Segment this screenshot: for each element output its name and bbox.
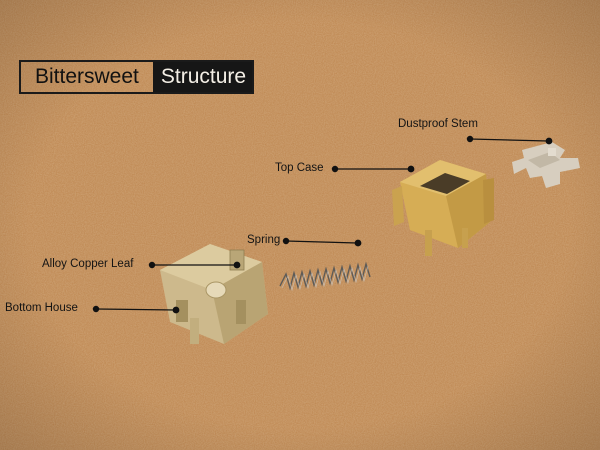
label-bottom-house: Bottom House — [5, 302, 78, 314]
label-alloy-copper-leaf: Alloy Copper Leaf — [42, 258, 134, 270]
top-case-part — [392, 160, 494, 256]
title-right-text: Structure — [152, 62, 253, 92]
label-spring: Spring — [247, 234, 281, 246]
diagram-title: Bittersweet Structure — [19, 60, 255, 94]
title-left-text: Bittersweet — [35, 65, 139, 88]
label-top-case: Top Case — [275, 162, 324, 174]
leader-lines — [92, 135, 553, 314]
label-dustproof-stem: Dustproof Stem — [398, 118, 478, 130]
bottom-house-part — [160, 244, 268, 344]
spring-part — [279, 261, 371, 292]
dustproof-stem-part — [512, 142, 580, 188]
